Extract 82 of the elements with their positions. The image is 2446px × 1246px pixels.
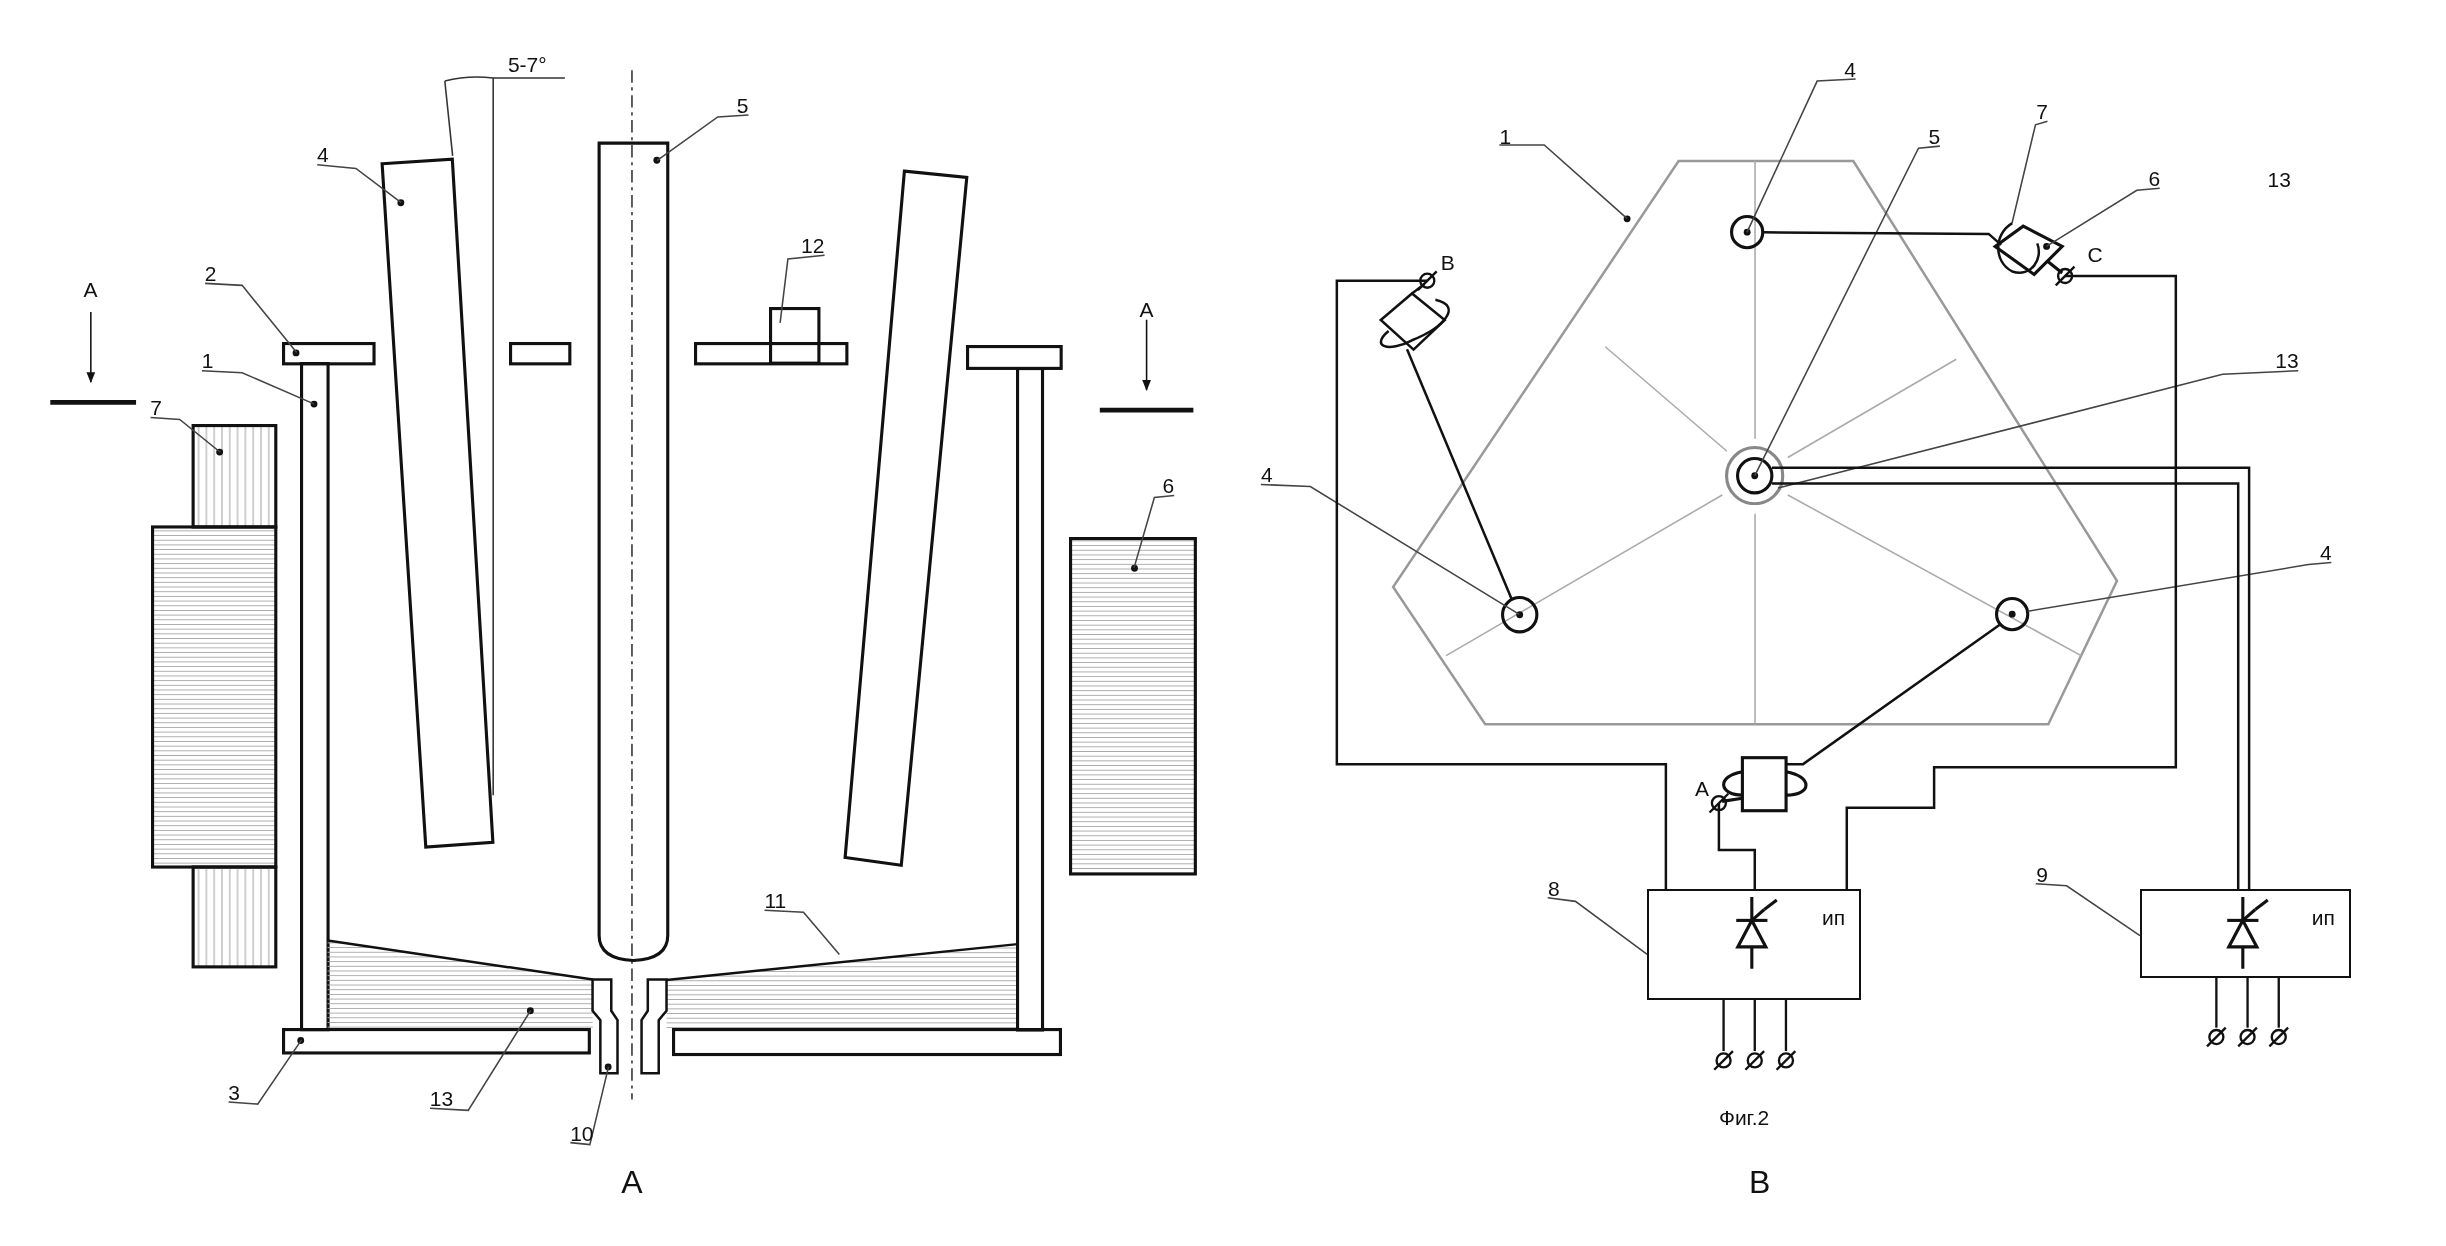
wire	[1708, 792, 1756, 889]
callout-number: 6	[1162, 474, 1175, 496]
callout-number: 13	[2267, 168, 2291, 190]
anode-bar	[379, 156, 497, 851]
bottom-plate	[672, 1028, 1063, 1057]
angle-value: 5-7°	[507, 53, 547, 75]
anode-bar	[842, 168, 971, 869]
electrode-circle	[1500, 595, 1539, 634]
callout-number: 2	[204, 262, 217, 284]
leader-line	[656, 114, 750, 162]
leader-line	[149, 416, 222, 453]
terminal-letter: B	[1440, 251, 1455, 273]
callout-number: 12	[801, 234, 825, 256]
leader-line	[2035, 882, 2141, 937]
view-letter: A	[621, 1166, 643, 1199]
callout-number: 9	[2036, 863, 2048, 885]
callout-number: 5	[1928, 125, 1941, 147]
leader-line	[569, 1065, 610, 1146]
terminal-letter: C	[2087, 243, 2103, 265]
callout-number: 3	[228, 1081, 240, 1103]
leader-line	[204, 282, 298, 354]
leader-line	[1260, 483, 1521, 616]
box-label: ип	[2311, 907, 2335, 929]
leader-line	[1498, 144, 1628, 220]
callout-number: 6	[2148, 167, 2161, 189]
callout-number: 7	[150, 396, 162, 418]
leader-line	[2045, 187, 2161, 248]
view-letter: B	[1749, 1166, 1771, 1199]
leader-line	[1746, 78, 1857, 234]
lid-bar	[694, 341, 849, 365]
flange-bar	[282, 341, 376, 365]
callout-number: 8	[1547, 877, 1560, 899]
hatched-block	[1068, 536, 1197, 876]
figure-caption: Фиг.2	[1718, 1106, 1770, 1128]
power-supply-box	[2140, 889, 2351, 979]
leader-line	[429, 1009, 532, 1112]
callout-number: 4	[1844, 58, 1856, 80]
crucible-wall	[1015, 366, 1044, 1032]
wire	[1785, 622, 2002, 766]
callout-number: 13	[2275, 349, 2299, 371]
bottom-plate	[282, 1028, 592, 1055]
electrode-rod	[595, 140, 671, 965]
wire	[1335, 270, 1668, 889]
section-letter: A	[83, 278, 98, 300]
leader-line	[201, 369, 315, 405]
callout-number: 4	[2320, 541, 2332, 563]
callout-number: 7	[2036, 100, 2048, 122]
nozzle-drawing	[591, 978, 621, 1077]
electrode-circle	[1730, 215, 1765, 250]
leader-line	[1754, 145, 1941, 477]
flange-bar	[965, 344, 1063, 370]
callout-number: 4	[1260, 463, 1273, 485]
callout-number: 1	[201, 349, 214, 371]
leader-line	[227, 1039, 303, 1105]
leader-line	[1133, 494, 1175, 569]
electrode-circle	[1736, 457, 1774, 495]
leader-line	[763, 909, 841, 956]
section-letter: A	[1139, 298, 1154, 320]
ring-circle	[1725, 446, 1785, 506]
callout-number: 11	[764, 889, 787, 911]
callout-number: 4	[317, 143, 329, 165]
wire	[1405, 348, 1513, 600]
box-label: ип	[1821, 907, 1846, 929]
transformer-core	[1992, 223, 2066, 278]
wire	[1845, 265, 2178, 889]
power-supply-box	[1647, 889, 1862, 1000]
inductor-drawing	[151, 424, 278, 969]
terminal-letter: A	[1694, 777, 1709, 799]
leader-line	[2011, 120, 2049, 224]
nozzle-drawing	[639, 978, 668, 1075]
callout-number: 5	[736, 94, 749, 115]
leader-line	[1777, 369, 2299, 489]
lid-bar	[508, 341, 571, 365]
leader-line	[316, 164, 402, 204]
callout-number: 13	[429, 1087, 454, 1109]
leader-line	[1546, 897, 1648, 956]
callout-number: 1	[1499, 125, 1512, 147]
leader-line	[779, 254, 826, 324]
wire	[1762, 231, 2002, 246]
leader-line	[2026, 561, 2333, 613]
electrode-circle	[1995, 597, 2030, 632]
callout-number: 10	[570, 1122, 594, 1144]
